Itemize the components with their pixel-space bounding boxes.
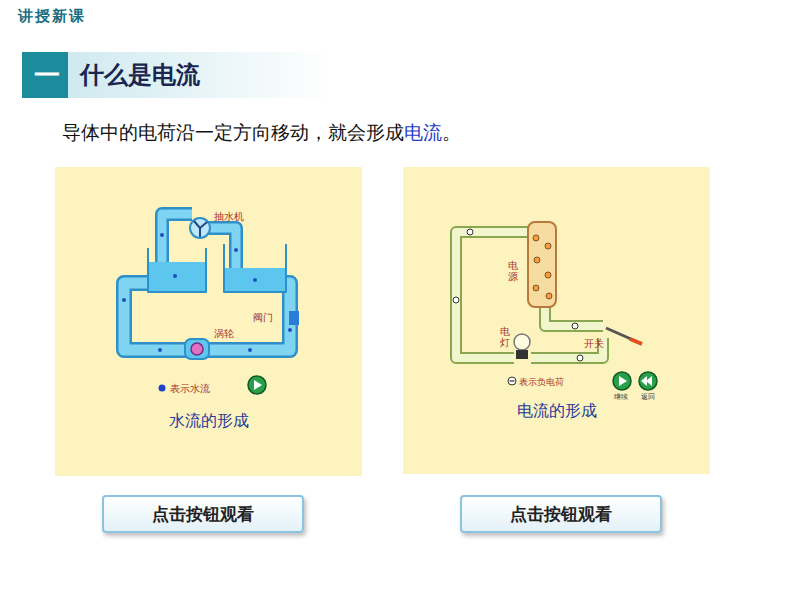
legend-text: 表示水流 <box>170 382 210 396</box>
heading-title: 什么是电流 <box>80 59 200 91</box>
play-button: 点击按钮观看 <box>460 495 662 533</box>
panel-ground <box>55 167 362 476</box>
intro-sentence: 导体中的电荷沿一定方向移动，就会形成电流。 <box>62 120 461 146</box>
lamp-label: 电灯 <box>500 326 510 348</box>
electric-circuit <box>453 222 657 390</box>
turbine-label: 涡轮 <box>214 327 234 341</box>
sentence-text: 导体中的电荷沿一定方向移动，就会形成 <box>62 121 404 143</box>
pump-label: 抽水机 <box>214 210 244 224</box>
back-label: 返回 <box>641 392 655 402</box>
animation-panel: 电流的形成 <box>403 167 710 474</box>
section-tag: 讲授新课 <box>18 7 86 26</box>
water-circuit <box>122 214 299 394</box>
continue-label: 继续 <box>614 392 628 402</box>
sentence-text: 。 <box>442 121 461 143</box>
legend-text: 表示负电荷 <box>519 376 564 389</box>
heading-band: 什么是电流 <box>68 52 333 98</box>
play-button: 点击按钮观看 <box>102 495 304 533</box>
button-text: 点击按钮观看 <box>152 503 254 526</box>
key-term: 电流 <box>404 121 442 143</box>
animation-panel: 水流的形成 <box>55 167 362 476</box>
valve-label: 阀门 <box>253 311 273 325</box>
panel-caption: 电流的形成 <box>403 401 710 422</box>
heading-square <box>22 52 68 98</box>
top-tab <box>0 0 112 34</box>
switch-label: 开关 <box>584 337 604 351</box>
power-label: 电源 <box>508 260 518 282</box>
section-number: 一 <box>34 58 60 93</box>
panel-ground <box>403 167 710 474</box>
panel-caption: 水流的形成 <box>55 411 362 432</box>
button-text: 点击按钮观看 <box>510 503 612 526</box>
